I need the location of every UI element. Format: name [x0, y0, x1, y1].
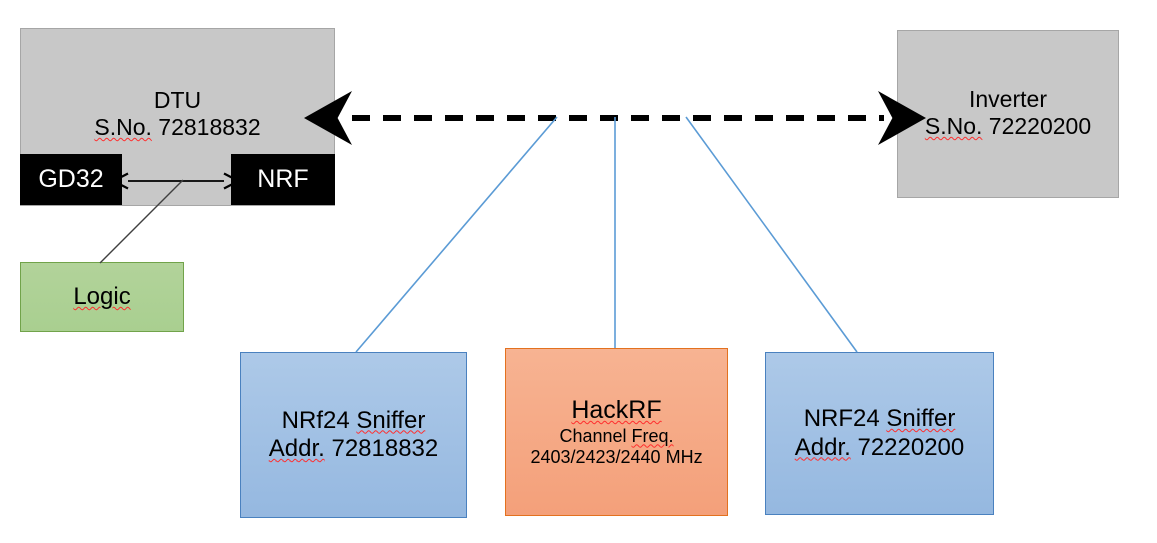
hackrf-channel-label: Channel: [559, 425, 632, 446]
sniffer-left-line1: NRf24 Sniffer: [282, 407, 426, 435]
node-inverter[interactable]: Inverter S.No. 72220200: [897, 30, 1119, 198]
hackrf-sub1: Channel Freq.: [559, 426, 673, 447]
node-logic-analyzer[interactable]: Logic: [20, 262, 184, 332]
sniffer-right-role: Sniffer: [886, 405, 956, 433]
inverter-serial-value: 72220200: [982, 113, 1092, 140]
dtu-title: DTU: [153, 87, 202, 113]
node-hackrf[interactable]: HackRF Channel Freq. 2403/2423/2440 MHz: [505, 348, 728, 516]
inverter-serial: S.No. 72220200: [925, 113, 1091, 140]
node-nrf[interactable]: NRF: [231, 154, 335, 205]
hackrf-title: HackRF: [571, 396, 662, 425]
sniffer-right-chip: NRF24: [803, 405, 887, 433]
hackrf-sub2: 2403/2423/2440 MHz: [530, 446, 703, 467]
sniffer-right-addr-value: 72220200: [850, 433, 965, 461]
sniffer-right-line1: NRF24 Sniffer: [804, 405, 956, 433]
sniffer-left-addr-value: 72818832: [324, 435, 439, 462]
nrf-label: NRF: [257, 164, 309, 193]
sniffer-left-role: Sniffer: [356, 406, 426, 434]
node-gd32[interactable]: GD32: [20, 154, 122, 205]
sniffer-right-line2: Addr. 72220200: [795, 434, 965, 462]
dtu-serial-value: 72818832: [151, 114, 261, 141]
inverter-title: Inverter: [969, 86, 1047, 112]
connector-sniffer-right-tap: [685, 116, 858, 353]
gd32-label: GD32: [38, 164, 104, 193]
node-sniffer-right[interactable]: NRF24 Sniffer Addr. 72220200: [765, 352, 994, 515]
connector-sniffer-left-tap: [355, 116, 558, 353]
sniffer-right-addr-label: Addr.: [794, 433, 851, 461]
sniffer-left-line2: Addr. 72818832: [269, 435, 439, 463]
logic-label: Logic: [73, 282, 131, 310]
sniffer-left-chip: NRf24: [281, 406, 357, 434]
dtu-serial: S.No. 72818832: [94, 114, 260, 141]
inverter-serial-label: S.No.: [924, 113, 983, 140]
hackrf-freq-label: Freq.: [631, 425, 674, 446]
node-sniffer-left[interactable]: NRf24 Sniffer Addr. 72818832: [240, 352, 467, 518]
dtu-serial-label: S.No.: [94, 114, 152, 141]
sniffer-left-addr-label: Addr.: [268, 435, 325, 462]
